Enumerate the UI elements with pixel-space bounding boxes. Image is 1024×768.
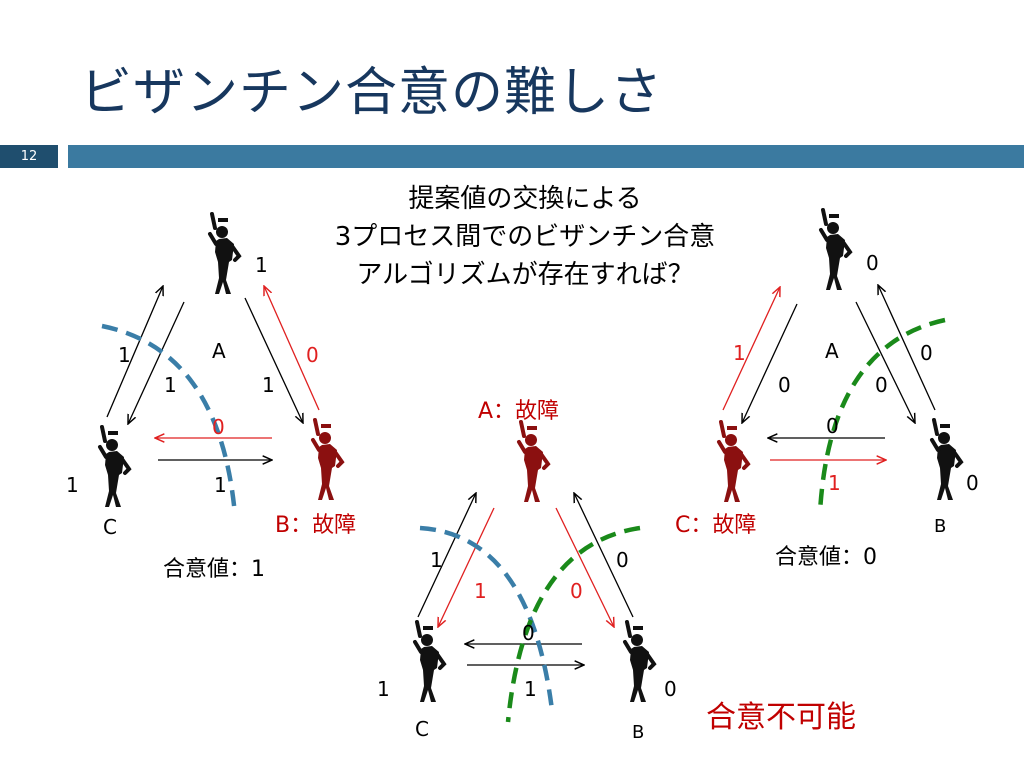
process-c-left-icon: [98, 425, 131, 509]
question-line-2: 3プロセス間でのビザンチン合意: [334, 222, 716, 252]
impossible-label: 合意不可能: [706, 700, 856, 735]
process-b-left-faulty-icon: [311, 418, 344, 502]
label-node-a-left: A: [212, 339, 226, 363]
edge-label-b-to-c-left: 0: [212, 415, 225, 439]
edge-label-c-to-a-right: 1: [733, 341, 746, 365]
edge-a-to-b-left: [244, 297, 303, 423]
process-a-right-icon: [819, 208, 852, 292]
edge-a-to-c-right: [742, 303, 798, 423]
edge-a-to-c-left: [128, 301, 185, 424]
edge-label-b-to-a-left: 0: [306, 343, 319, 367]
label-node-b-left: B：故障: [275, 513, 356, 538]
title-divider-bar: [68, 145, 1024, 168]
right-diagram: A B C：故障 0 0 1 0 0 0 0 1 合意値：0: [675, 208, 979, 570]
edge-label-a-to-b-center: 0: [570, 579, 583, 603]
edge-c-to-a-right: [722, 287, 780, 411]
edge-label-a-to-b-right: 0: [875, 373, 888, 397]
edge-b-to-a-left: [264, 286, 320, 411]
edge-label-a-to-b-left: 1: [262, 373, 275, 397]
edge-label-a-to-c-right: 0: [778, 373, 791, 397]
value-a-left: 1: [255, 253, 268, 277]
page-number: 12: [20, 149, 38, 164]
edge-label-c-to-b-left: 1: [214, 473, 227, 497]
edge-a-to-b-right: [855, 301, 915, 423]
label-node-c-center: C: [415, 717, 429, 741]
label-node-a-center: A：故障: [478, 399, 559, 424]
question-line-3: アルゴリズムが存在すれば？: [356, 260, 694, 290]
slide-title: ビザンチン合意の難しさ: [80, 63, 664, 123]
center-diagram: A：故障 C B 1 0 1 1 0 0 0 1: [377, 399, 677, 743]
edge-label-b-to-a-right: 0: [920, 341, 933, 365]
center-blue-partition-dash: [419, 525, 555, 711]
edge-label-a-to-c-left: 1: [164, 373, 177, 397]
edge-label-c-to-b-center: 1: [524, 677, 537, 701]
consensus-left: 合意値：1: [163, 557, 265, 582]
value-a-right: 0: [866, 251, 879, 275]
value-b-right: 0: [966, 471, 979, 495]
label-node-c-right: C：故障: [675, 513, 756, 538]
edge-b-to-a-right: [878, 285, 936, 411]
process-b-right-icon: [930, 418, 963, 502]
label-node-b-right: B: [934, 516, 946, 537]
label-node-c-left: C: [103, 515, 117, 539]
process-c-center-icon: [413, 620, 446, 704]
edge-label-c-to-b-right: 1: [828, 471, 841, 495]
center-green-partition-dash: [505, 525, 641, 723]
edge-label-a-to-c-center: 1: [474, 579, 487, 603]
process-a-center-faulty-icon: [517, 420, 550, 504]
edge-label-b-to-c-center: 0: [522, 621, 535, 645]
left-partition-dash: [101, 323, 238, 516]
value-c-center: 1: [377, 677, 390, 701]
label-node-b-center: B: [632, 722, 644, 743]
edge-a-to-c-center: [438, 507, 495, 627]
edge-b-to-a-center: [574, 493, 634, 618]
process-b-center-icon: [623, 620, 656, 704]
left-diagram: A C B：故障 1 1 1 1 1 0 0 1 合意値：1: [66, 212, 356, 582]
edge-c-to-a-left: [106, 286, 163, 418]
right-partition-dash: [817, 317, 946, 513]
process-a-left-icon: [208, 212, 241, 296]
question-text: 提案値の交換による 3プロセス間でのビザンチン合意 アルゴリズムが存在すれば？: [290, 180, 760, 294]
page-number-bar: [0, 145, 58, 168]
value-c-left: 1: [66, 473, 79, 497]
question-line-1: 提案値の交換による: [408, 184, 642, 214]
edge-label-b-to-c-right: 0: [826, 414, 839, 438]
value-b-center: 0: [664, 677, 677, 701]
edge-c-to-a-center: [417, 493, 476, 618]
consensus-right: 合意値：0: [775, 545, 877, 570]
edge-label-c-to-a-left: 1: [118, 343, 131, 367]
label-node-a-right: A: [825, 339, 839, 363]
edge-label-b-to-a-center: 0: [616, 548, 629, 572]
edge-a-to-b-center: [555, 507, 614, 627]
process-c-right-faulty-icon: [717, 420, 750, 504]
edge-label-c-to-a-center: 1: [430, 548, 443, 572]
